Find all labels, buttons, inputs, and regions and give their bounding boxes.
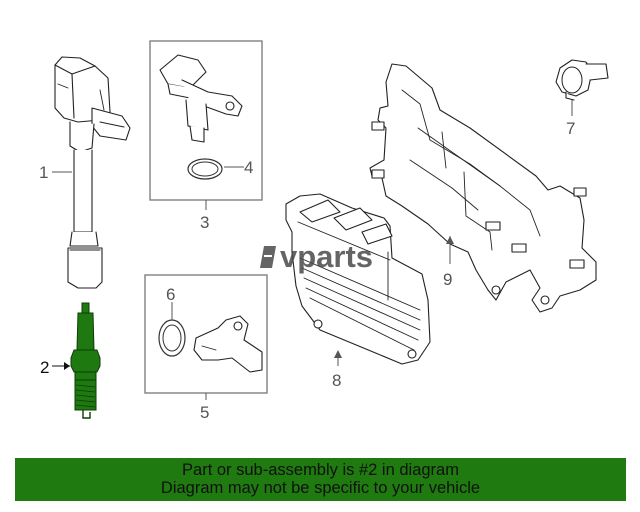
footer-line-2: Diagram may not be specific to your vehi… xyxy=(160,479,481,497)
callout-5: 5 xyxy=(200,403,209,422)
ignition-coil[interactable] xyxy=(54,56,131,289)
ecm-bracket[interactable] xyxy=(369,63,597,313)
footer-line-1: Part or sub-assembly is #2 in diagram xyxy=(182,461,459,479)
crank-position-sensor[interactable] xyxy=(193,315,263,373)
footer-banner: Part or sub-assembly is #2 in diagram Di… xyxy=(15,458,626,501)
cam-position-sensor[interactable] xyxy=(159,54,243,143)
clip-7[interactable] xyxy=(555,59,609,101)
callout-6: 6 xyxy=(166,285,175,304)
callout-1: 1 xyxy=(39,163,48,182)
callout-8: 8 xyxy=(332,371,341,390)
callout-3: 3 xyxy=(200,213,209,232)
callout-7: 7 xyxy=(566,119,575,138)
o-ring-4[interactable] xyxy=(187,158,223,180)
watermark-text: vparts xyxy=(280,239,373,274)
callout-2: 2 xyxy=(40,358,49,377)
parts-diagram: 1 2 4 3 6 5 xyxy=(39,40,609,422)
callout-9: 9 xyxy=(443,270,452,289)
callout-4: 4 xyxy=(244,158,253,177)
spark-plug[interactable] xyxy=(70,302,101,419)
ecm-module[interactable] xyxy=(285,193,431,365)
vparts-logo: vparts xyxy=(260,239,373,274)
o-ring-6[interactable] xyxy=(158,319,186,357)
